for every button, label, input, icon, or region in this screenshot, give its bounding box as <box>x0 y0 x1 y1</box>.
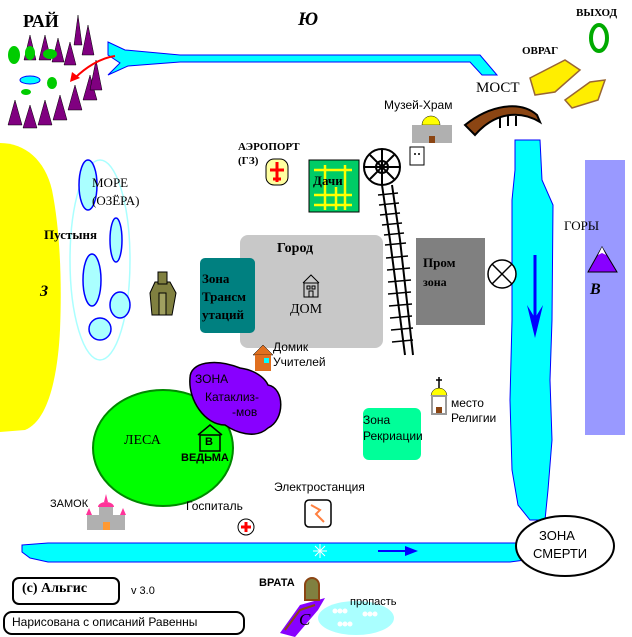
recreation-label-1[interactable]: Зона <box>363 413 391 427</box>
mountain-peak-icon <box>587 246 618 273</box>
industrial-zone[interactable] <box>416 238 485 325</box>
railway-track <box>377 184 414 356</box>
gate-label[interactable]: ВРАТА <box>259 577 295 589</box>
river-flow-arrowhead <box>527 305 543 338</box>
cataclysm-label-1[interactable]: ЗОНА <box>195 372 229 386</box>
trail <box>284 604 316 631</box>
city-label[interactable]: Город <box>277 241 314 256</box>
hospital-icon[interactable] <box>237 518 255 536</box>
return-arrow <box>74 55 116 79</box>
transmutation-label-2[interactable]: Трансм <box>202 289 247 304</box>
abyss-label[interactable]: пропасть <box>350 596 397 608</box>
compass-north: Ю <box>298 9 319 30</box>
hospital-label[interactable]: Госпиталь <box>186 499 243 513</box>
religion-label-2[interactable]: Религии <box>451 411 497 425</box>
teacher-house-icon[interactable] <box>252 344 274 371</box>
mountain-snow-icon <box>598 247 606 255</box>
restricted-crossed-circle-icon[interactable] <box>487 259 517 289</box>
abyss-dots <box>332 608 378 627</box>
forest-region[interactable] <box>92 389 234 507</box>
museum-temple-label[interactable]: Музей-Храм <box>384 98 453 112</box>
note-box <box>3 611 245 635</box>
mountains-region[interactable] <box>585 160 625 435</box>
airport-label-2[interactable]: (ГЗ) <box>238 155 259 167</box>
mountains-label[interactable]: ГОРЫ <box>564 218 600 233</box>
ravine-label[interactable]: ОВРАГ <box>522 45 559 57</box>
sea-label-2[interactable]: (ОЗЁРА) <box>92 193 140 208</box>
bridge-label[interactable]: МОСТ <box>476 80 520 96</box>
death-zone-label-1[interactable]: ЗОНА <box>539 528 575 543</box>
airport-label-1[interactable]: АЭРОПОРТ <box>238 141 300 153</box>
home-icon[interactable] <box>302 274 320 298</box>
compass-west: З <box>40 283 49 300</box>
industrial-label-2[interactable]: зона <box>423 275 447 289</box>
author-credit: (c) Альгис <box>22 581 88 596</box>
home-label[interactable]: ДОМ <box>290 302 323 317</box>
dachas-label[interactable]: Дачи <box>313 173 343 188</box>
version-label: v 3.0 <box>131 585 155 597</box>
witch-house-letter: В <box>205 436 213 448</box>
industrial-label-1[interactable]: Пром <box>423 255 456 270</box>
death-zone[interactable] <box>515 515 615 577</box>
paradise-area[interactable] <box>7 14 103 129</box>
compass-south: С <box>299 610 311 629</box>
power-station-label[interactable]: Электростанция <box>274 480 365 494</box>
death-zone-label-2[interactable]: СМЕРТИ <box>533 546 588 561</box>
river-south[interactable] <box>21 536 563 566</box>
cataclysm-zone[interactable] <box>189 361 282 435</box>
sea-region[interactable] <box>69 159 131 361</box>
pyramid-icon[interactable] <box>149 271 177 316</box>
purple-path <box>280 598 325 637</box>
wheel-icon[interactable] <box>363 148 401 186</box>
museum-temple-icon[interactable] <box>412 115 452 143</box>
teacher-house-label-2[interactable]: Учителей <box>273 355 326 369</box>
witch-house-icon[interactable] <box>197 424 223 452</box>
recreation-label-2[interactable]: Рекриации <box>363 429 423 443</box>
author-box <box>12 577 120 605</box>
church-icon[interactable] <box>430 377 448 415</box>
power-station-icon[interactable] <box>304 499 332 528</box>
witch-label[interactable]: ВЕДЬМА <box>181 452 229 464</box>
transmutation-label-1[interactable]: Зона <box>202 271 230 286</box>
sea-label-1[interactable]: МОРЕ <box>92 175 129 190</box>
gate-icon[interactable] <box>304 577 320 601</box>
cataclysm-label-2[interactable]: Катаклиз- <box>205 390 260 404</box>
recreation-zone[interactable] <box>363 408 421 460</box>
river-east[interactable] <box>509 139 554 521</box>
transmutation-label-3[interactable]: утаций <box>202 307 245 322</box>
snowflake-icon <box>313 544 327 558</box>
stone-idol-icon[interactable] <box>409 146 425 166</box>
return-arrowhead <box>70 72 80 82</box>
river-flow-arrowhead-south <box>405 546 418 556</box>
transmutation-zone[interactable] <box>200 258 255 333</box>
paradise-label[interactable]: РАЙ <box>23 11 59 31</box>
desert-label[interactable]: Пустыня <box>44 227 98 242</box>
forests-label[interactable]: ЛЕСА <box>124 433 161 448</box>
ravine-icon[interactable] <box>529 59 607 109</box>
cataclysm-label-3[interactable]: -мов <box>232 405 258 419</box>
exit-portal-icon[interactable] <box>589 23 609 53</box>
castle-label[interactable]: ЗАМОК <box>50 498 89 510</box>
dachas-region[interactable] <box>308 159 360 213</box>
compass-east: В <box>590 281 601 298</box>
teacher-house-label-1[interactable]: Домик <box>273 340 309 354</box>
exit-label[interactable]: ВЫХОД <box>576 7 618 19</box>
castle-icon[interactable] <box>86 494 126 530</box>
source-note: Нарисована с описаний Равенны <box>12 615 198 629</box>
desert-region[interactable] <box>0 143 61 432</box>
religion-label-1[interactable]: место <box>451 396 484 410</box>
airport-icon[interactable] <box>265 158 289 186</box>
bridge-icon[interactable] <box>463 105 543 137</box>
river-north[interactable] <box>107 41 499 76</box>
